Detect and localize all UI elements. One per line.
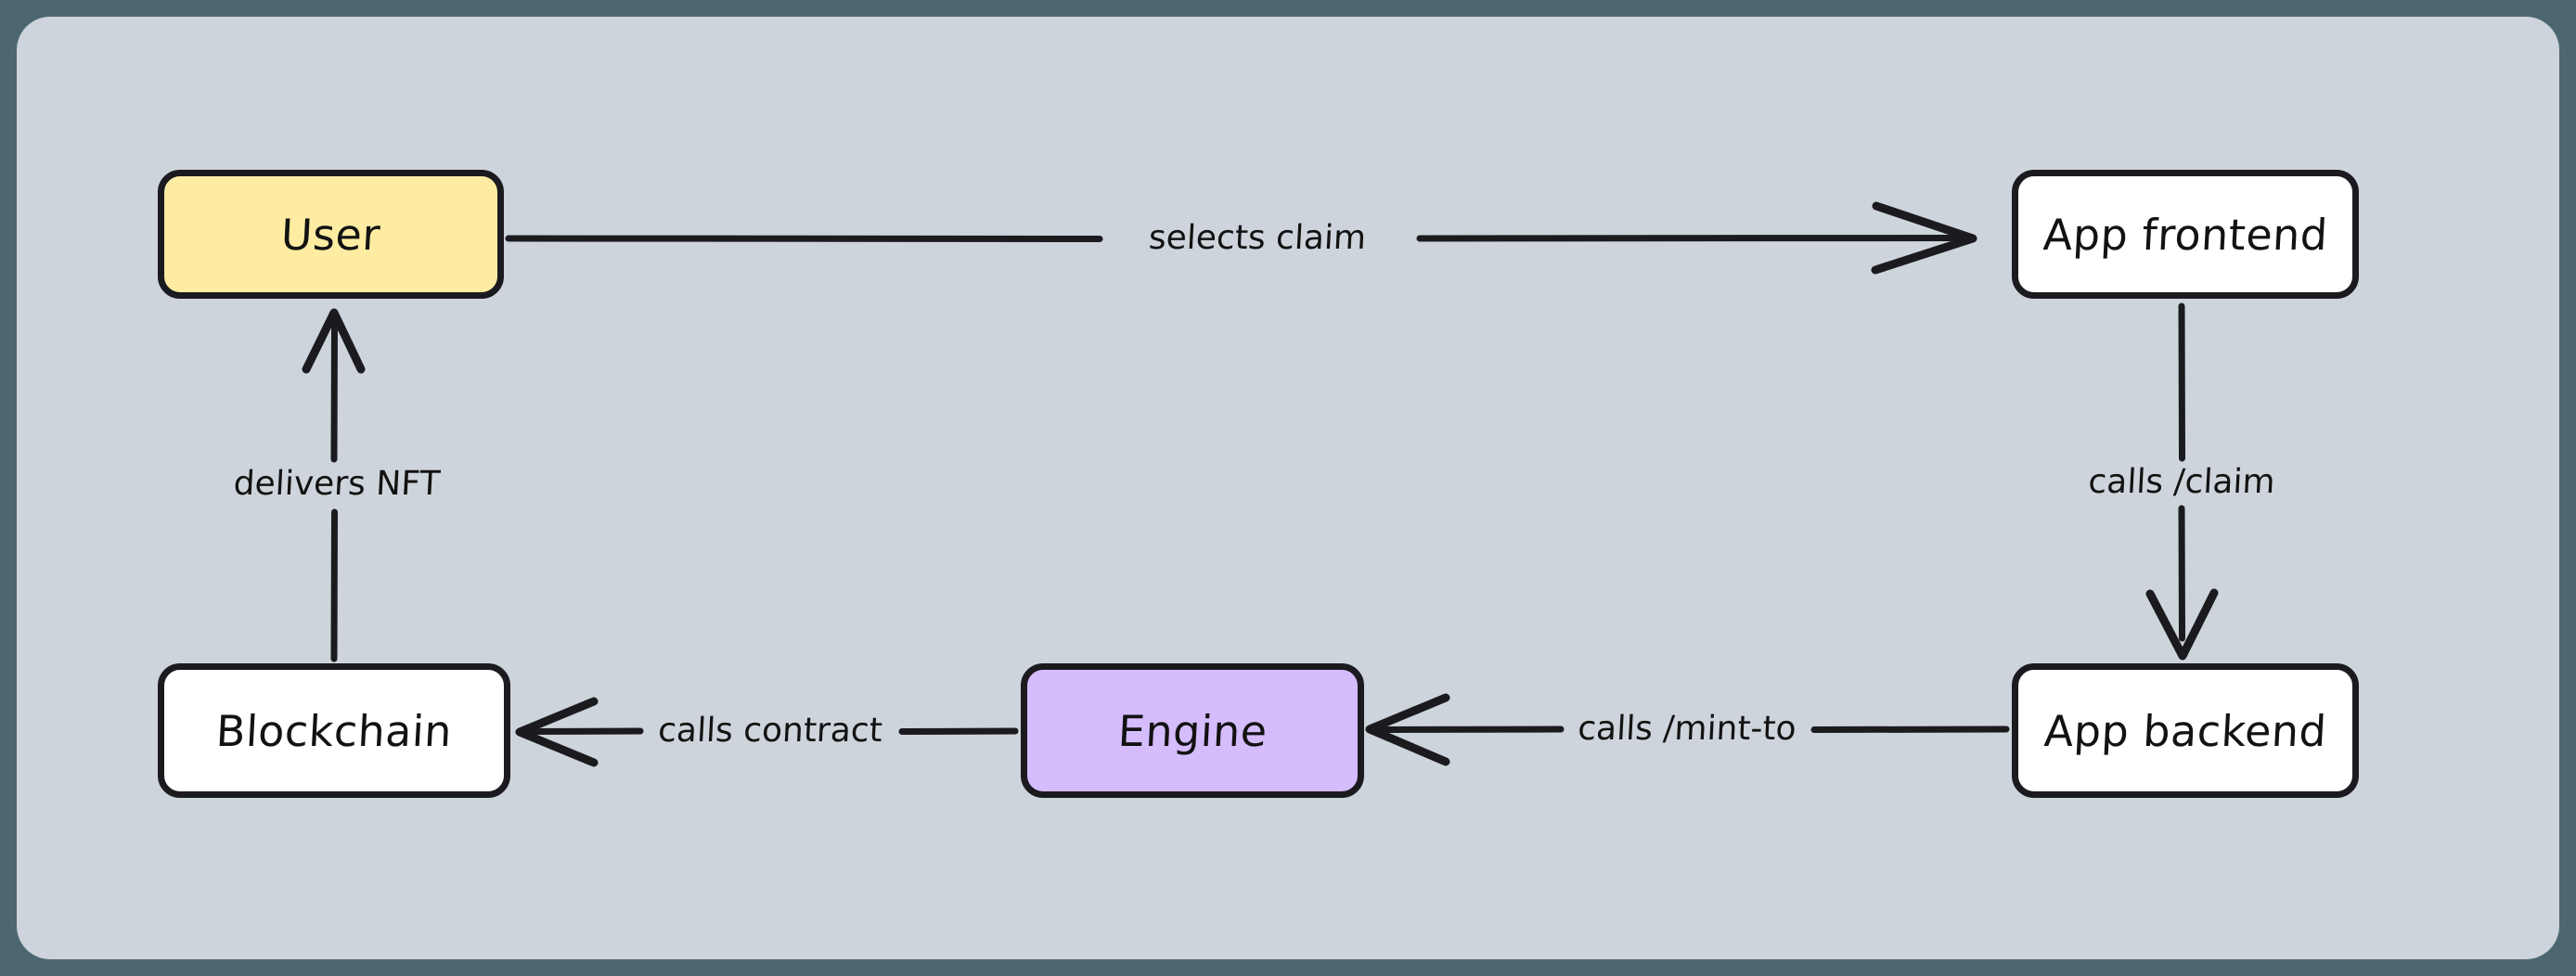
edge-line-calls-claim	[2178, 302, 2185, 642]
edge-line-selects-claim	[505, 235, 1960, 242]
edge-user-to-app-frontend	[505, 201, 1977, 275]
node-app-backend[interactable]: App backend	[2012, 663, 2359, 798]
edge-label-calls-claim: calls /claim	[2080, 463, 2284, 501]
edge-label-calls-mint-to: calls /mint-to	[1569, 710, 1805, 748]
edge-line-delivers-nft	[330, 316, 338, 662]
node-blockchain-label: Blockchain	[214, 705, 454, 756]
node-app-frontend[interactable]: App frontend	[2012, 170, 2359, 299]
edge-label-delivers-nft: delivers NFT	[225, 465, 449, 503]
arrowhead-right-app-frontend	[1871, 201, 1977, 275]
edge-line-calls-mint-to	[1379, 726, 2010, 733]
node-engine-label: Engine	[1116, 705, 1269, 756]
arrowhead-down-app-backend	[2145, 588, 2219, 661]
arrowhead-up-user	[302, 308, 366, 374]
arrowhead-left-blockchain	[515, 697, 599, 767]
edge-engine-to-blockchain	[515, 697, 1019, 767]
edge-app-backend-to-engine	[1365, 693, 2010, 766]
node-app-backend-label: App backend	[2042, 705, 2328, 756]
arrowhead-left-engine	[1365, 693, 1450, 766]
node-engine[interactable]: Engine	[1021, 663, 1364, 798]
edge-blockchain-to-user	[302, 308, 366, 662]
edge-label-calls-contract: calls contract	[650, 712, 891, 750]
node-user[interactable]: User	[158, 170, 504, 299]
edge-app-frontend-to-app-backend	[2145, 302, 2219, 661]
node-blockchain[interactable]: Blockchain	[158, 663, 510, 798]
edge-line-calls-contract	[525, 727, 1019, 735]
node-user-label: User	[279, 209, 382, 260]
edge-label-selects-claim: selects claim	[1140, 219, 1375, 257]
node-app-frontend-label: App frontend	[2041, 209, 2329, 260]
